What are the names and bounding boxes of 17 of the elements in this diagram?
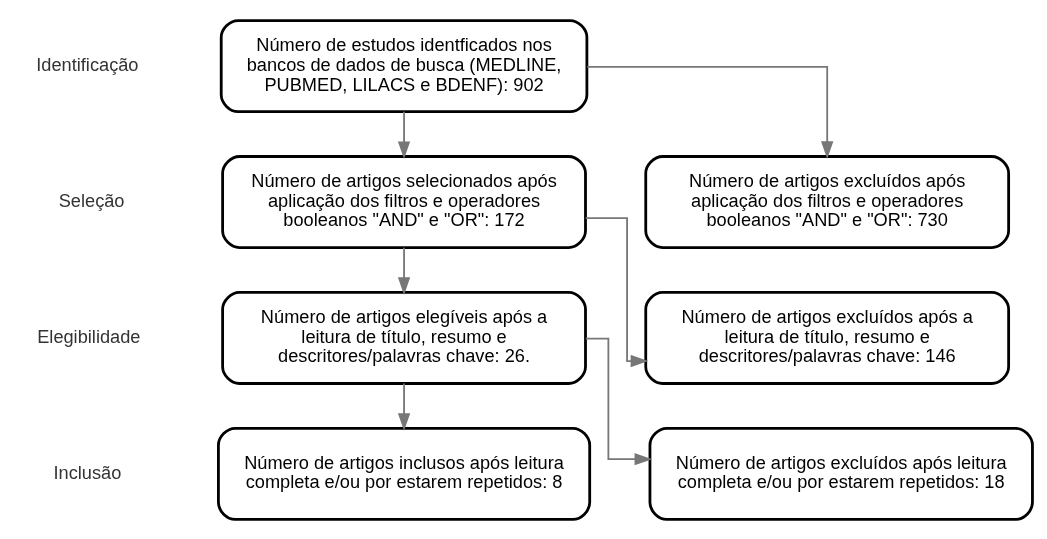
- node-box: Número de artigos excluídos após leitura completa e/ou por estarem repetidos: 18: [648, 426, 1034, 521]
- node-box: Número de estudos identficados nos bancos de dados de busca (MEDLINE, PUBMED, LILACS e BDENF): 902: [219, 18, 589, 113]
- label: Identificação: [36, 54, 139, 75]
- node-box: Número de artigos inclusos após leitura completa e/ou por estarem repetidos: 8: [217, 426, 592, 521]
- arrow: [397, 110, 411, 159]
- node-box: Número de artigos selecionados após aplicação dos filtros e operadores booleanos "AND" e "OR": 172: [221, 154, 587, 249]
- arrow: [584, 216, 649, 367]
- arrow: [584, 337, 653, 465]
- label: Seleção: [58, 190, 125, 211]
- label: Elegibilidade: [37, 326, 141, 347]
- arrow: [397, 246, 411, 295]
- node-box: Número de artigos excluídos após a leitura de título, resumo e descritores/palavras chave: 146: [644, 290, 1011, 385]
- arrow: [586, 65, 834, 159]
- node-box: Número de artigos elegíveis após a leitura de título, resumo e descritores/palavras chave: 26.: [221, 290, 587, 385]
- arrow: [397, 382, 411, 431]
- node-box: Número de artigos excluídos após aplicação dos filtros e operadores booleanos "AND" e "OR": 730: [644, 154, 1011, 249]
- label: Inclusão: [53, 462, 122, 483]
